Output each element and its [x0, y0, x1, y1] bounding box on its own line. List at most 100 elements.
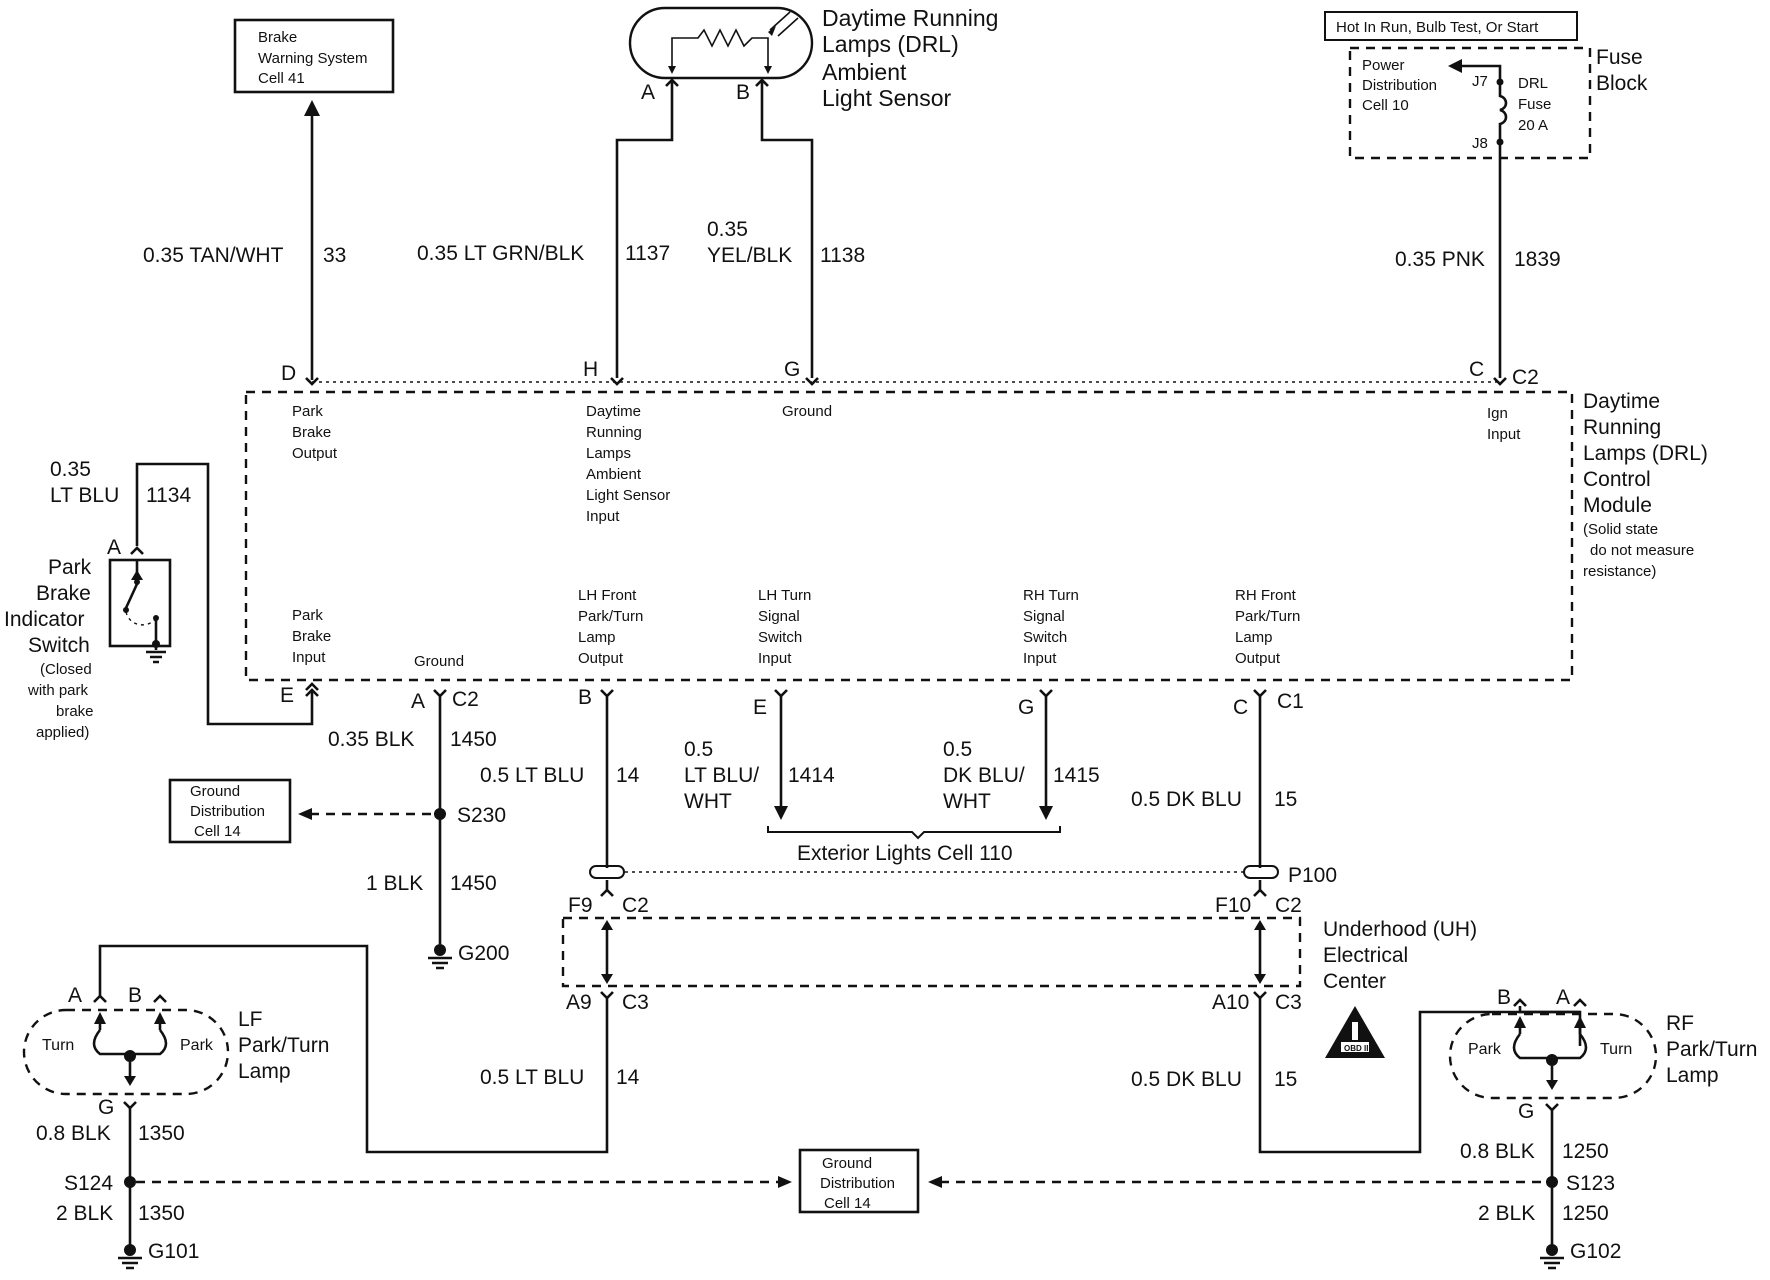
switch-note-3: brake	[56, 703, 94, 720]
label-w1137-num: 1137	[625, 242, 670, 265]
rh-turn-3: Switch	[1023, 629, 1067, 646]
label-w1138-num: 1138	[820, 244, 865, 267]
lf-pin-a: A	[68, 984, 82, 1007]
fuse-j7: J7	[1472, 73, 1488, 90]
module-pin-h: H	[583, 358, 598, 381]
module-pin-c2: C	[1233, 696, 1248, 719]
park-in-3: Input	[292, 649, 326, 666]
s230: S230	[457, 804, 506, 827]
module-ground-bot: Ground	[414, 653, 464, 670]
label-w1839-color: 0.35 PNK	[1395, 248, 1485, 271]
ground-1450: 0.35 BLK 1450 Ground Distribution Cell 1…	[168, 696, 509, 970]
rh-front-1: RH Front	[1235, 587, 1297, 604]
label-w1839-num: 1839	[1514, 248, 1561, 271]
module-note-3: resistance)	[1583, 563, 1656, 580]
module-pin-d: D	[281, 362, 296, 385]
module-note-1: (Solid state	[1583, 521, 1658, 538]
g200: G200	[458, 942, 509, 965]
gnd-box-3: Cell 14	[194, 823, 241, 840]
label-w1138-b: YEL/BLK	[707, 244, 792, 267]
module-c2b: C2	[452, 688, 479, 711]
module-c2: C2	[1512, 366, 1539, 389]
gnd-box-2: Distribution	[190, 803, 265, 820]
w1414-c: WHT	[684, 790, 732, 813]
w14a-color: 0.5 LT BLU	[480, 764, 584, 787]
obd-label: OBD II	[1344, 1044, 1368, 1053]
module-title-3: Lamps (DRL)	[1583, 442, 1708, 465]
drl-control-module: D H G C C2 Park Brake Output Daytime Run…	[244, 358, 1708, 719]
switch-title-2: Brake	[36, 582, 91, 605]
brake-box-line3: Cell 41	[258, 70, 305, 87]
brake-box-line2: Warning System	[258, 50, 367, 67]
park-brake-indicator-switch: 0.35 LT BLU 1134 A Park Brake Indicator …	[4, 458, 314, 741]
fuse-drl-2: Fuse	[1518, 96, 1551, 113]
w1414-a: 0.5	[684, 738, 713, 761]
module-pin-g: G	[784, 358, 800, 381]
label-w1138-a: 0.35	[707, 218, 748, 241]
w1350a-num: 1350	[138, 1122, 185, 1145]
lh-turn-1: LH Turn	[758, 587, 811, 604]
w1450a-num: 1450	[450, 728, 497, 751]
sensor-pin-a: A	[641, 81, 655, 104]
lh-turn-3: Switch	[758, 629, 802, 646]
module-pin-e: E	[280, 684, 294, 707]
rf-title-2: Park/Turn	[1666, 1038, 1757, 1061]
w14b-num: 14	[616, 1066, 640, 1089]
park-in-1: Park	[292, 607, 323, 624]
fuse-drl-3: 20 A	[1518, 117, 1548, 134]
gnd-box-1: Ground	[190, 783, 240, 800]
lf-title-1: LF	[238, 1008, 263, 1031]
rh-turn-1: RH Turn	[1023, 587, 1079, 604]
sensor-title-4: Light Sensor	[822, 85, 951, 111]
brake-warning-system-box: Brake Warning System Cell 41	[233, 18, 395, 94]
ground-distribution-bottom: Ground Distribution Cell 14	[136, 1148, 1550, 1214]
switch-note-1: (Closed	[40, 661, 92, 678]
module-title-1: Daytime	[1583, 390, 1660, 413]
lf-title-3: Lamp	[238, 1060, 291, 1083]
w1414-b: LT BLU/	[684, 764, 759, 787]
lh-front-1: LH Front	[578, 587, 637, 604]
rf-title-1: RF	[1666, 1012, 1694, 1035]
lf-park-turn-lamp: A B Turn Park LF Park/Turn Lamp G 0.8 BL…	[22, 984, 329, 1270]
ign-1: Ign	[1487, 405, 1508, 422]
lf-park: Park	[180, 1037, 214, 1054]
sensor-title-2: Lamps (DRL)	[822, 31, 959, 57]
w1250a-num: 1250	[1562, 1140, 1609, 1163]
module-pin-b: B	[578, 686, 592, 709]
rh-turn-2: Signal	[1023, 608, 1065, 625]
uh-3: Center	[1323, 970, 1386, 993]
park-in-2: Brake	[292, 628, 331, 645]
w1250a-color: 0.8 BLK	[1460, 1140, 1535, 1163]
switch-pin-a: A	[107, 536, 121, 559]
module-c1: C1	[1277, 690, 1304, 713]
wire-1137	[615, 78, 679, 378]
fuse-block-title-1: Fuse	[1596, 46, 1643, 69]
w1415-a: 0.5	[943, 738, 972, 761]
uh-1: Underhood (UH)	[1323, 918, 1477, 941]
fuse-pd-1: Power	[1362, 57, 1405, 74]
lh-front-4: Output	[578, 650, 624, 667]
w14b-color: 0.5 LT BLU	[480, 1066, 584, 1089]
ign-2: Input	[1487, 426, 1521, 443]
fuse-block-title-2: Block	[1596, 72, 1648, 95]
lf-pin-b: B	[128, 984, 142, 1007]
park-out-3: Output	[292, 445, 338, 462]
gnd-bottom-2: Distribution	[820, 1175, 895, 1192]
wire-1134	[135, 462, 314, 726]
c3-left: C3	[622, 991, 649, 1014]
fuse-pd-2: Distribution	[1362, 77, 1437, 94]
lf-title-2: Park/Turn	[238, 1034, 329, 1057]
fuse-pd-3: Cell 10	[1362, 97, 1409, 114]
w1350b-color: 2 BLK	[56, 1202, 113, 1225]
lh-turn-4: Input	[758, 650, 792, 667]
s123: S123	[1566, 1172, 1615, 1195]
rf-pin-g: G	[1518, 1100, 1534, 1123]
sensor-title-1: Daytime Running	[822, 5, 998, 31]
rh-front-4: Output	[1235, 650, 1281, 667]
sensor-title-3: Ambient	[822, 59, 907, 85]
park-out-1: Park	[292, 403, 323, 420]
sensor-in-1: Daytime	[586, 403, 641, 420]
w15a-num: 15	[1274, 788, 1297, 811]
wire-1134-a: 0.35	[50, 458, 91, 481]
s124: S124	[64, 1172, 113, 1195]
